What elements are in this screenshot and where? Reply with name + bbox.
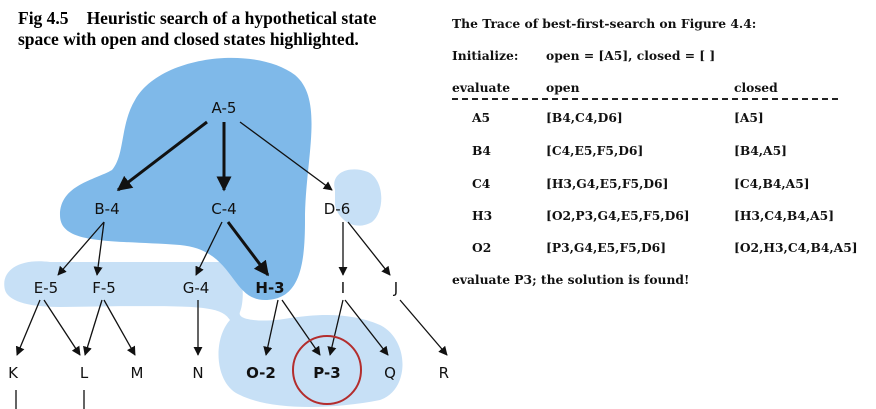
edge-e-k — [15, 299, 41, 356]
init-value: open = [A5], closed = [ ] — [546, 48, 716, 63]
node-f: F-5 — [92, 279, 116, 297]
trace-heading: The Trace of best-first-search on Figure… — [452, 16, 757, 31]
node-h: H-3 — [255, 279, 284, 297]
row-evaluate: A5 — [472, 110, 491, 125]
solution-circle — [292, 335, 362, 405]
node-g: G-4 — [183, 279, 210, 297]
row-open: [O2,P3,G4,E5,F5,D6] — [546, 208, 690, 223]
row-evaluate: O2 — [472, 240, 492, 255]
open-states-region-d — [334, 169, 382, 226]
edge-j-r — [399, 299, 448, 356]
node-d: D-6 — [324, 200, 351, 218]
edge-f-l — [83, 299, 103, 356]
figure-number: Fig 4.5 — [18, 8, 69, 28]
edge-h-o — [263, 299, 279, 356]
edge-b-f — [93, 221, 105, 276]
node-p: P-3 — [313, 364, 340, 382]
node-i: I — [341, 279, 345, 297]
node-j: J — [393, 279, 398, 297]
node-l: L — [80, 364, 89, 382]
edge-i-q — [344, 299, 389, 356]
trace-footer: evaluate P3; the solution is found! — [452, 272, 690, 287]
node-m: M — [131, 364, 144, 382]
node-o: O-2 — [246, 364, 276, 382]
edge-d-j — [347, 221, 391, 276]
row-evaluate: B4 — [472, 143, 491, 158]
edge-f-m — [103, 299, 136, 356]
edge-h-p — [281, 299, 321, 356]
node-q: Q — [384, 364, 396, 382]
figure-caption: Fig 4.5 Heuristic search of a hypothetica… — [18, 8, 428, 50]
edge-c-h — [226, 221, 270, 277]
table-row: B4 [C4,E5,F5,D6] [B4,A5] — [452, 143, 872, 163]
search-tree-diagram: A-5 B-4 C-4 D-6 E-5 F-5 G-4 H-3 I J K L … — [4, 57, 449, 409]
row-closed: [H3,C4,B4,A5] — [734, 208, 835, 223]
node-b: B-4 — [94, 200, 119, 218]
init-label: Initialize: — [452, 48, 519, 63]
figure-title-part2: space with open and closed states highli… — [18, 29, 359, 49]
row-evaluate: C4 — [472, 176, 491, 191]
node-e: E-5 — [34, 279, 58, 297]
node-r: R — [439, 364, 449, 382]
node-c: C-4 — [211, 200, 236, 218]
col-closed-header: closed — [734, 80, 778, 95]
edge-i-p — [327, 299, 344, 356]
header-divider — [452, 98, 838, 100]
figure-caption-line1: Fig 4.5 Heuristic search of a hypothetica… — [18, 8, 428, 29]
figure-title-part1: Heuristic search of a hypothetical state — [86, 8, 377, 28]
col-open-header: open — [546, 80, 580, 95]
edge-a-b — [116, 120, 208, 192]
tree-edges — [15, 120, 448, 409]
row-closed: [A5] — [734, 110, 764, 125]
node-k: K — [8, 364, 19, 382]
table-row: A5 [B4,C4,D6] [A5] — [452, 110, 872, 130]
edge-b-e — [57, 221, 105, 276]
table-row: C4 [H3,G4,E5,F5,D6] [C4,B4,A5] — [452, 176, 872, 196]
tree-nodes: A-5 B-4 C-4 D-6 E-5 F-5 G-4 H-3 I J K L … — [8, 99, 449, 382]
edge-c-g — [195, 221, 223, 276]
row-closed: [O2,H3,C4,B4,A5] — [734, 240, 858, 255]
node-n: N — [192, 364, 203, 382]
row-open: [P3,G4,E5,F5,D6] — [546, 240, 667, 255]
table-row: O2 [P3,G4,E5,F5,D6] [O2,H3,C4,B4,A5] — [452, 240, 872, 260]
edge-e-l — [43, 299, 81, 356]
open-states-region — [4, 261, 403, 407]
row-open: [H3,G4,E5,F5,D6] — [546, 176, 669, 191]
row-open: [C4,E5,F5,D6] — [546, 143, 644, 158]
trace-panel: The Trace of best-first-search on Figure… — [452, 0, 872, 409]
node-a: A-5 — [212, 99, 237, 117]
edge-a-d — [239, 121, 333, 191]
row-closed: [B4,A5] — [734, 143, 787, 158]
closed-states-region — [60, 57, 312, 301]
row-closed: [C4,B4,A5] — [734, 176, 810, 191]
row-evaluate: H3 — [472, 208, 493, 223]
row-open: [B4,C4,D6] — [546, 110, 623, 125]
col-evaluate-header: evaluate — [452, 80, 511, 95]
table-row: H3 [O2,P3,G4,E5,F5,D6] [H3,C4,B4,A5] — [452, 208, 872, 228]
